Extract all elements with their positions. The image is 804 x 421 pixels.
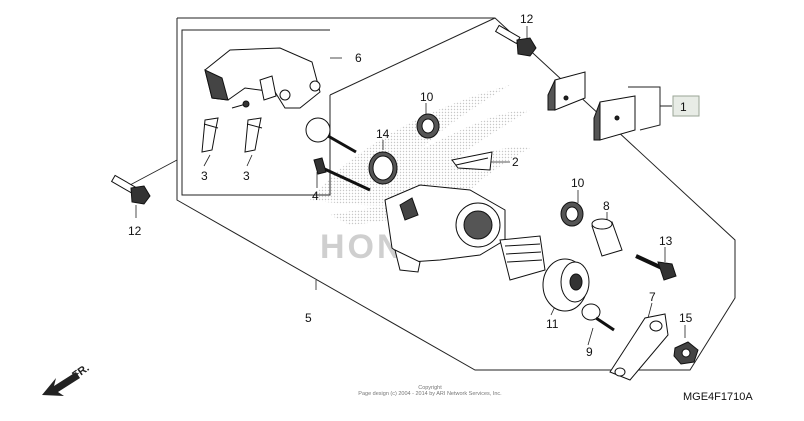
assembly-outline — [176, 17, 736, 371]
callout-3-right: 3 — [243, 169, 250, 183]
pad-set-bracket — [628, 86, 672, 131]
callout-7: 7 — [649, 290, 656, 304]
diagram-reference-code: MGE4F1710A — [683, 391, 753, 403]
callout-1-box: 1 — [672, 95, 700, 117]
part-7-stopper-plate — [609, 313, 669, 381]
part-4-pin-bolt — [313, 157, 371, 192]
part-12-bolt-upper — [494, 24, 537, 57]
part-11-piston — [542, 258, 590, 312]
callout-2: 2 — [512, 155, 519, 169]
callout-8: 8 — [603, 199, 610, 213]
callout-11: 11 — [546, 317, 559, 331]
part-15-nut — [673, 341, 699, 365]
callout-13: 13 — [659, 234, 673, 248]
leader-lines — [129, 26, 686, 346]
callout-4: 4 — [312, 189, 319, 203]
part-8-sleeve — [591, 218, 623, 257]
callout-labels: 12 6 10 14 2 4 10 8 13 11 7 9 15 3 3 5 1… — [128, 12, 693, 359]
copyright-line-1: Copyright — [418, 385, 442, 391]
callout-1: 1 — [680, 100, 687, 114]
callout-3-left: 3 — [201, 169, 208, 183]
part-12-bolt-lower — [110, 174, 151, 205]
callout-6: 6 — [355, 51, 362, 65]
part-3-pad-spring-left — [201, 117, 219, 153]
callout-9: 9 — [586, 345, 593, 359]
part-10-boot-upper — [416, 113, 440, 139]
part-1-brake-pads — [547, 71, 636, 141]
copyright-line-2: Page design (c) 2004 - 2014 by ARI Netwo… — [358, 391, 502, 397]
slide-pin — [305, 117, 357, 154]
callout-10-lower: 10 — [571, 176, 585, 190]
callout-5: 5 — [305, 311, 312, 325]
part-3-pad-spring-right — [244, 117, 263, 153]
part-10-boot-lower — [560, 201, 584, 227]
part-6-caliper-bracket — [204, 47, 321, 109]
part-2-pad-retainer — [451, 151, 493, 171]
front-direction-arrow — [42, 372, 80, 396]
callout-14: 14 — [376, 127, 390, 141]
callout-12-lower: 12 — [128, 224, 142, 238]
bracket-subframe — [181, 29, 331, 196]
copyright-notice: Copyright Page design (c) 2004 - 2014 by… — [300, 385, 560, 397]
part-5-caliper-body — [384, 184, 506, 273]
part-14-piston-seal — [368, 151, 398, 185]
callout-10-upper: 10 — [420, 90, 434, 104]
dust-boot — [499, 235, 546, 281]
part-9-bolt — [581, 303, 615, 332]
callout-12-upper: 12 — [520, 12, 534, 26]
part-13-bolt — [635, 254, 677, 281]
callout-15: 15 — [679, 311, 693, 325]
